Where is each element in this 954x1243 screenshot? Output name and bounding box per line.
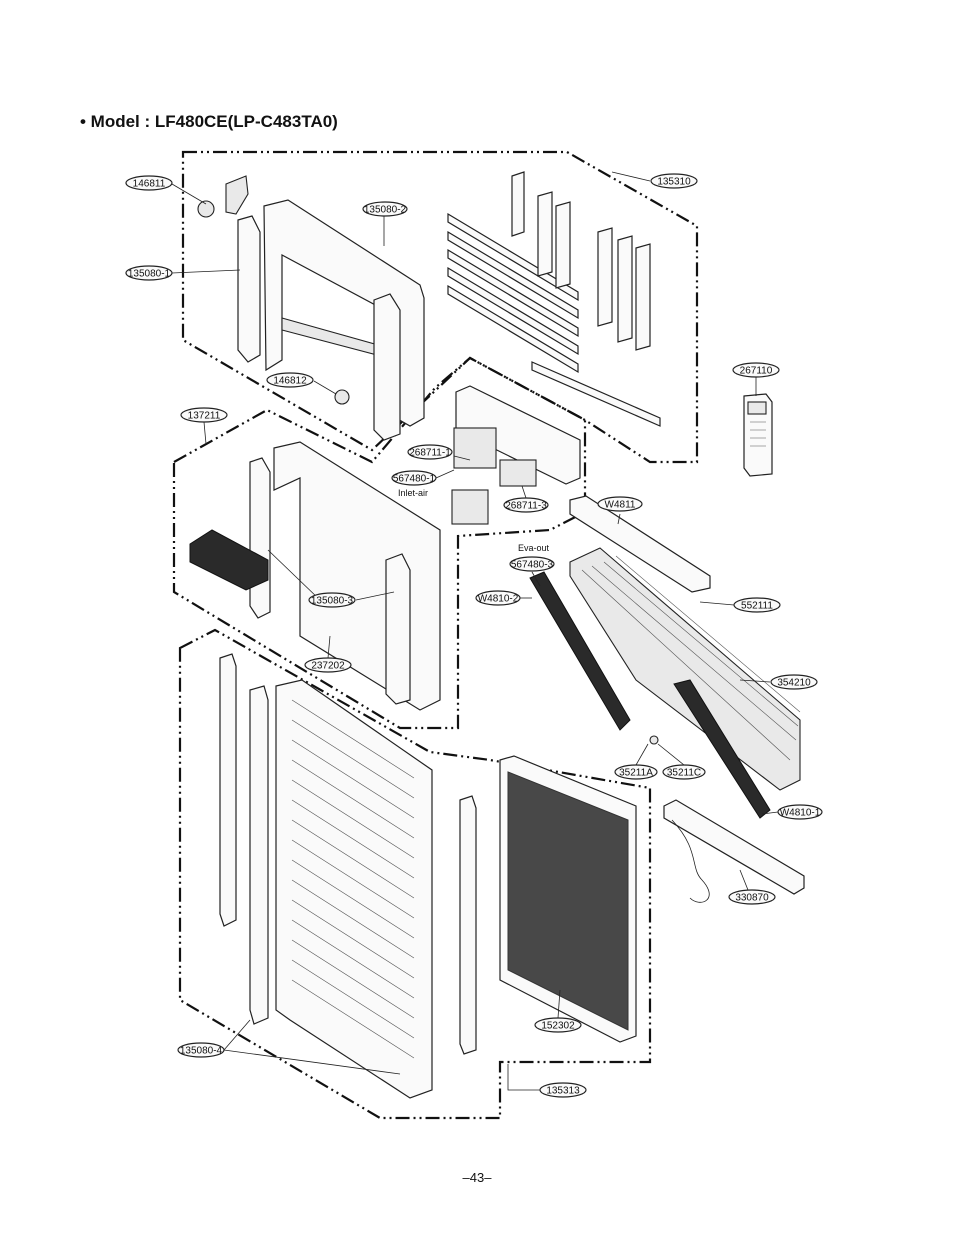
relay-box: [451, 489, 489, 525]
svg-text:35211A: 35211A: [619, 768, 653, 779]
air-filter-mesh: [507, 771, 629, 1031]
svg-text:146812: 146812: [273, 376, 307, 387]
svg-text:146811: 146811: [133, 179, 166, 190]
page-title: • Model : LF480CE(LP-C483TA0): [80, 112, 338, 131]
svg-text:135080-2: 135080-2: [364, 205, 407, 216]
part-label: W4811: [597, 496, 643, 512]
svg-text:W4810-1: W4810-1: [780, 808, 821, 819]
part-label: 135080-1: [125, 265, 173, 281]
part-label: 35211C: [662, 764, 706, 780]
inlet-air-note: Inlet-air: [398, 488, 428, 498]
svg-text:267110: 267110: [740, 366, 773, 377]
upper-frame-parts: [197, 171, 773, 477]
part-label: W4810-1: [777, 804, 823, 820]
svg-text:354210: 354210: [777, 678, 811, 689]
svg-text:237202: 237202: [311, 661, 345, 672]
svg-text:135313: 135313: [546, 1086, 580, 1097]
part-label: 567480-3: [509, 556, 555, 572]
evaporator-fins: [581, 555, 801, 761]
svg-text:552111: 552111: [741, 601, 773, 612]
part-label: 552111: [733, 597, 781, 613]
louver-set: [447, 212, 579, 374]
svg-text:152302: 152302: [541, 1021, 575, 1032]
flow-notes: Inlet-air Eva-out: [398, 488, 550, 553]
svg-text:135080-4: 135080-4: [180, 1046, 223, 1057]
lower-right-bracket: [459, 795, 477, 1055]
eva-out-note: Eva-out: [518, 543, 550, 553]
control-pcb: [453, 427, 497, 469]
left-side-trim-upper: [237, 215, 261, 363]
part-label: 152302: [534, 1017, 582, 1033]
top-frame-panel: [263, 199, 425, 427]
drain-tray: [663, 799, 805, 895]
part-label: 146812: [266, 372, 314, 388]
vane-set: [511, 171, 651, 351]
svg-text:135080-3: 135080-3: [311, 596, 354, 607]
svg-text:268711-3: 268711-3: [505, 501, 547, 512]
remote-display: [747, 401, 767, 415]
middle-panel-parts: [189, 385, 581, 711]
part-label: 137211: [180, 407, 228, 423]
svg-text:135080-1: 135080-1: [128, 269, 171, 280]
svg-text:268711-1: 268711-1: [409, 448, 451, 459]
svg-text:35211C: 35211C: [667, 768, 701, 779]
part-label: 267110: [732, 362, 780, 378]
part-label: 135080-2: [362, 201, 408, 217]
part-label: 567480-1: [391, 470, 437, 486]
part-label: 135080-4: [177, 1042, 225, 1058]
part-label: 268711-1: [407, 444, 453, 460]
capillary-tube: [649, 735, 659, 745]
lower-grille-group-outline: [178, 628, 652, 1120]
front-inlet-grille: [189, 529, 269, 591]
leader-lines: [171, 171, 779, 1091]
part-label: 146811: [125, 175, 173, 191]
part-label: 135310: [650, 173, 698, 189]
part-label: 268711-3: [503, 497, 549, 513]
drain-hose: [671, 819, 710, 903]
right-side-trim-upper: [373, 293, 401, 441]
link-bar: [531, 361, 661, 427]
svg-text:W4810-2: W4810-2: [478, 594, 519, 605]
page-number: –43–: [462, 1170, 492, 1185]
motor-bracket-lower: [334, 389, 350, 405]
svg-text:135310: 135310: [657, 177, 691, 188]
part-label: 354210: [770, 674, 818, 690]
lower-grille-slats: [291, 699, 415, 1059]
side-shroud-right: [673, 679, 771, 819]
part-label: W4810-2: [475, 590, 521, 606]
part-label: 35211A: [614, 764, 658, 780]
evaporator-coil: [569, 547, 801, 791]
part-number-labels: 146811 135080-2 135310 135080-1 267110 1…: [125, 173, 823, 1098]
lower-side-panel: [249, 685, 269, 1025]
lower-grille-frame: [275, 679, 433, 1099]
part-label: 135080-3: [308, 592, 356, 608]
display-board: [499, 459, 537, 487]
svg-text:W4811: W4811: [605, 500, 636, 511]
remote-buttons: [750, 421, 766, 447]
middle-side-trim: [249, 457, 271, 619]
heat-exchanger-parts: [529, 495, 805, 903]
bracket-upper: [225, 175, 249, 215]
lower-grille-parts: [219, 653, 637, 1099]
svg-text:137211: 137211: [188, 411, 221, 422]
motor-bracket-upper: [197, 200, 215, 218]
svg-text:567480-3: 567480-3: [511, 560, 554, 571]
svg-text:330870: 330870: [735, 893, 769, 904]
upper-frame-group-outline: [181, 150, 699, 464]
evaporator-top-plate: [569, 495, 711, 593]
lower-left-trim: [219, 653, 237, 927]
part-label: 237202: [304, 657, 352, 673]
side-shroud-left: [529, 571, 631, 731]
svg-text:567480-1: 567480-1: [393, 474, 436, 485]
part-label: 135313: [539, 1082, 587, 1098]
front-panel-trim: [385, 553, 411, 705]
part-label: 330870: [728, 889, 776, 905]
